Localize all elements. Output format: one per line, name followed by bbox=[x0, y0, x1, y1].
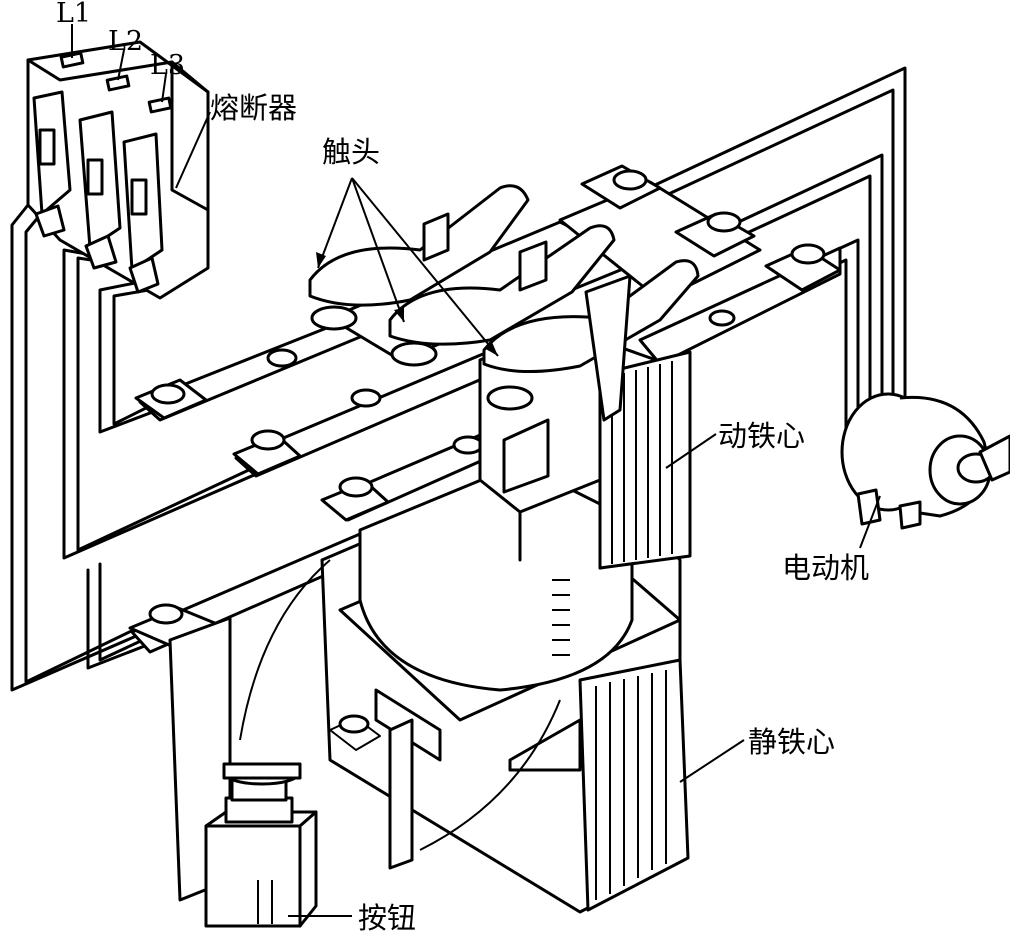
motor bbox=[840, 392, 1010, 530]
coil-ticks bbox=[552, 579, 570, 656]
label-contacts: 触头 bbox=[322, 135, 380, 169]
fuse-block bbox=[26, 40, 210, 300]
contact-bridges bbox=[308, 184, 700, 422]
label-moving-core: 动铁心 bbox=[718, 419, 805, 453]
contacts-leaders bbox=[316, 177, 499, 357]
label-motor: 电动机 bbox=[782, 551, 869, 585]
push-button bbox=[168, 559, 561, 928]
label-fuse: 熔断器 bbox=[210, 91, 297, 125]
motor-wires bbox=[653, 66, 907, 442]
moving-core bbox=[478, 324, 692, 570]
label-static-core: 静铁心 bbox=[748, 725, 835, 759]
label-l2: L2 bbox=[108, 26, 143, 57]
static-core-laminations bbox=[595, 670, 667, 900]
fuse-leaders bbox=[71, 24, 211, 189]
label-l1: L1 bbox=[56, 0, 91, 29]
label-button: 按钮 bbox=[358, 901, 416, 935]
screw-terminals bbox=[128, 164, 842, 650]
label-l3: L3 bbox=[150, 50, 185, 81]
label-leaders bbox=[288, 433, 881, 917]
